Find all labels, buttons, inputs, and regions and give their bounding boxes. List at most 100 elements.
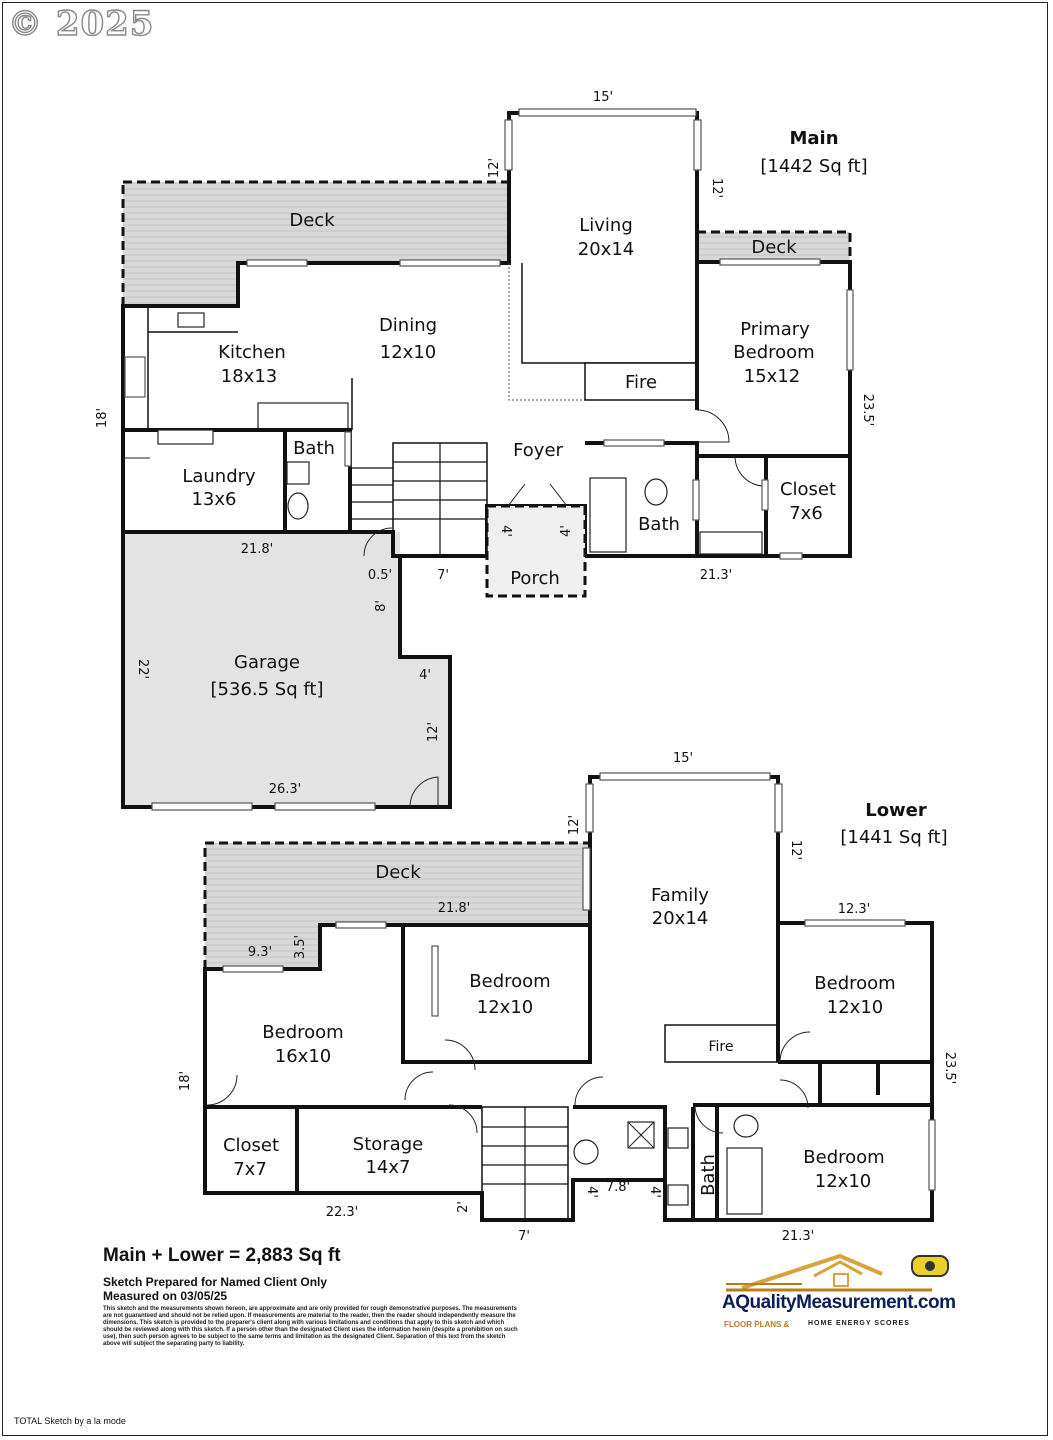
dim-notch-left: 4' xyxy=(584,1186,599,1198)
living-open-edge xyxy=(508,263,585,401)
bed-ne-size: 12x10 xyxy=(827,997,883,1018)
main-deck-west xyxy=(121,180,511,308)
dim-garage-bottom: 26.3' xyxy=(269,782,302,797)
porch-outline xyxy=(485,504,587,598)
dim-garage-step: 4' xyxy=(419,668,431,683)
dim-lower-south-east: 21.3' xyxy=(782,1229,815,1244)
main-closet-label: Closet xyxy=(780,479,836,500)
dim-main-west: 18' xyxy=(95,408,110,428)
garage-area: [536.5 Sq ft] xyxy=(211,679,324,700)
lower-floor-title: Lower xyxy=(865,800,927,821)
summary-block: Main + Lower = 2,883 Sq ft Sketch Prepar… xyxy=(103,1245,523,1348)
lower-deck-label: Deck xyxy=(375,862,421,883)
lower-fire-label: Fire xyxy=(709,1039,734,1055)
dim-garage-notch: 8' xyxy=(374,600,389,612)
lower-floor xyxy=(203,772,936,1222)
garage-label: Garage xyxy=(234,652,300,673)
main-floor xyxy=(121,108,854,811)
brand-name: AQualityMeasurement.com xyxy=(722,1292,956,1313)
primary-label-2: Bedroom xyxy=(733,342,814,363)
copyright-watermark: © 2025 xyxy=(7,3,155,44)
main-closet-size: 7x6 xyxy=(789,503,823,524)
dim-garage-right: 12' xyxy=(426,722,441,742)
primary-label-1: Primary xyxy=(740,319,810,340)
family-label: Family xyxy=(651,885,709,906)
dim-porch-left: 4' xyxy=(498,525,513,537)
laundry-label: Laundry xyxy=(182,466,256,487)
primary-size: 15x12 xyxy=(744,366,800,387)
bed-se-label: Bedroom xyxy=(803,1147,884,1168)
porch-label: Porch xyxy=(510,568,560,589)
main-floor-area: [1442 Sq ft] xyxy=(760,156,867,177)
lower-fireplace xyxy=(664,1024,779,1063)
foyer-label: Foyer xyxy=(513,440,563,461)
kitchen-island xyxy=(257,402,349,430)
lower-bath-label: Bath xyxy=(698,1154,719,1196)
brand-tagline: FLOOR PLANS & xyxy=(724,1320,790,1329)
main-bath-label: Bath xyxy=(293,438,335,459)
bed-se-size: 12x10 xyxy=(815,1171,871,1192)
total-area: Main + Lower = 2,883 Sq ft xyxy=(103,1245,341,1266)
software-credit: TOTAL Sketch by a la mode xyxy=(14,1416,126,1426)
lower-closet-label: Closet xyxy=(223,1135,279,1156)
dim-lower-east: 23.5' xyxy=(942,1052,957,1085)
living-size: 20x14 xyxy=(578,239,634,260)
dim-lower-south-west: 22.3' xyxy=(326,1205,359,1220)
primary-bath-label: Bath xyxy=(638,514,680,535)
kitchen-label: Kitchen xyxy=(218,342,286,363)
bed-center-label: Bedroom xyxy=(469,971,550,992)
lower-floor-area: [1441 Sq ft] xyxy=(840,827,947,848)
house-icon xyxy=(726,1253,949,1292)
storage-size: 14x7 xyxy=(365,1157,410,1178)
main-stairs xyxy=(350,442,488,557)
main-deck-west-label: Deck xyxy=(289,210,335,231)
disclaimer: This sketch and the measurements shown h… xyxy=(103,1306,518,1347)
brand-tagline-2: HOME ENERGY SCORES xyxy=(808,1320,910,1327)
bed-west-label: Bedroom xyxy=(262,1022,343,1043)
dim-lower-stair: 7' xyxy=(518,1229,530,1244)
dim-main-south-east: 21.3' xyxy=(700,568,733,583)
dim-deck-step-h: 3.5' xyxy=(293,935,308,959)
dim-bed-ne-top: 12.3' xyxy=(838,902,871,917)
dim-living-left: 12' xyxy=(487,158,502,178)
main-fireplace xyxy=(584,362,698,401)
kitchen-counter xyxy=(147,306,238,430)
laundry-size: 13x6 xyxy=(191,489,236,510)
bed-center-size: 12x10 xyxy=(477,997,533,1018)
family-size: 20x14 xyxy=(652,908,708,929)
dim-deck-bottom: 21.8' xyxy=(438,901,471,916)
dining-label: Dining xyxy=(379,315,437,336)
lower-closet-size: 7x7 xyxy=(233,1159,267,1180)
main-fire-label: Fire xyxy=(625,372,657,393)
bed-ne-label: Bedroom xyxy=(814,973,895,994)
dim-step-2: 2' xyxy=(456,1201,471,1213)
main-bath-wall xyxy=(285,428,352,532)
measured-date: Measured on 03/05/25 xyxy=(103,1289,228,1303)
lower-stairs xyxy=(481,1106,569,1221)
dim-half: 0.5' xyxy=(368,568,392,583)
storage-label: Storage xyxy=(353,1134,423,1155)
dim-main-east: 23.5' xyxy=(860,394,875,427)
company-logo: AQualityMeasurement.com FLOOR PLANS & HO… xyxy=(722,1252,956,1336)
main-deck-east-label: Deck xyxy=(751,237,797,258)
dim-porch-right: 4' xyxy=(559,525,574,537)
dim-family-left: 12' xyxy=(567,815,582,835)
dim-garage-left: 22' xyxy=(135,659,150,679)
dim-lower-west: 18' xyxy=(178,1071,193,1091)
dim-deck-step-w: 9.3' xyxy=(248,945,272,960)
dim-living-top: 15' xyxy=(593,90,613,105)
garage-area xyxy=(123,532,450,807)
dim-main-stair: 7' xyxy=(437,568,449,583)
kitchen-size: 18x13 xyxy=(221,366,277,387)
dim-notch-right: 4' xyxy=(647,1186,662,1198)
living-label: Living xyxy=(579,215,633,236)
dim-garage-top: 21.8' xyxy=(241,542,274,557)
dim-notch-width: 7.8' xyxy=(606,1180,630,1195)
dining-size: 12x10 xyxy=(380,342,436,363)
living-inner-wall xyxy=(521,263,697,364)
main-floor-title: Main xyxy=(789,128,838,149)
dim-living-right: 12' xyxy=(709,178,724,198)
dim-family-right: 12' xyxy=(788,840,803,860)
bed-west-size: 16x10 xyxy=(275,1046,331,1067)
